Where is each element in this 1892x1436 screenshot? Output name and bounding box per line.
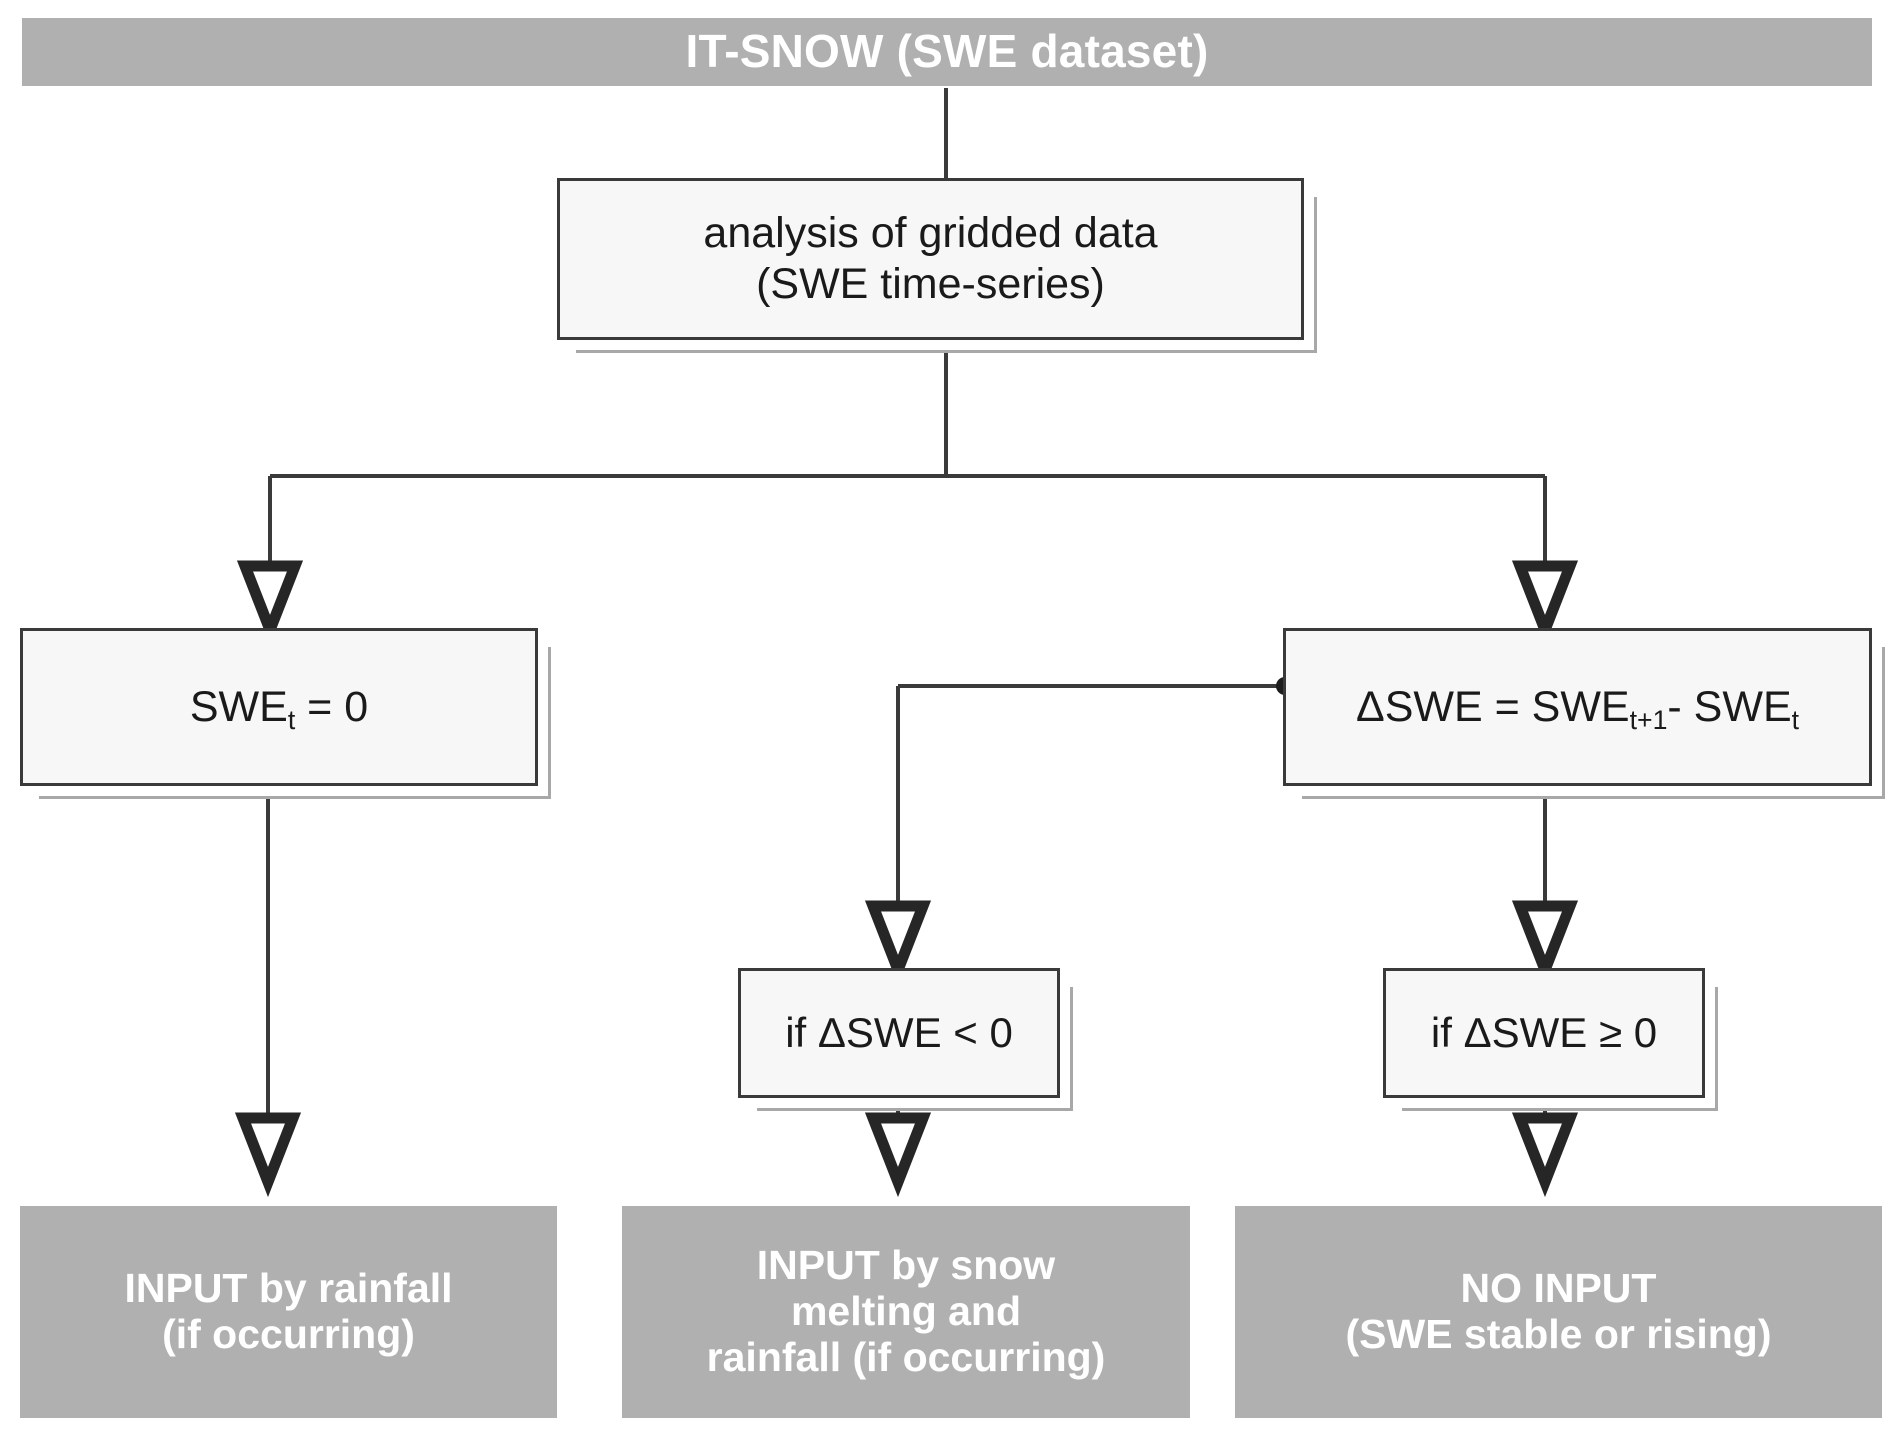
arrowhead-to-noinput: [1511, 1112, 1579, 1198]
diagram-title-text: IT-SNOW (SWE dataset): [685, 25, 1209, 78]
output-noinput-line-2: (SWE stable or rising): [1345, 1311, 1772, 1357]
node-delta-swe-definition: ΔSWE = SWEt+1- SWEt: [1283, 628, 1872, 786]
delta-swe-expression: ΔSWE = SWEt+1- SWEt: [1355, 682, 1800, 735]
analysis-line-1: analysis of gridded data: [703, 209, 1158, 258]
node-analysis-of-gridded-data: analysis of gridded data (SWE time-serie…: [557, 178, 1304, 340]
arrowhead-to-delta-swe: [1511, 560, 1579, 646]
node-condition-delta-swe-nonnegative: if ΔSWE ≥ 0: [1383, 968, 1705, 1098]
delta-swe-subscript-2: t: [1791, 704, 1800, 735]
node-swe-t-equals-zero: SWEt = 0: [20, 628, 538, 786]
arrowhead-to-rainfall: [234, 1112, 302, 1198]
swe-zero-prefix: SWE: [189, 682, 288, 731]
arrowhead-to-cond-nonneg: [1511, 900, 1579, 986]
delta-swe-part-1: ΔSWE = SWE: [1355, 682, 1630, 731]
condition-nonnegative-label: if ΔSWE ≥ 0: [1430, 1009, 1658, 1057]
arrowhead-to-cond-neg: [864, 900, 932, 986]
delta-swe-subscript-1: t+1: [1629, 704, 1668, 735]
node-output-input-by-snow-melting: INPUT by snow melting and rainfall (if o…: [622, 1206, 1190, 1418]
condition-negative-label: if ΔSWE < 0: [785, 1009, 1013, 1057]
output-rainfall-line-2: (if occurring): [162, 1311, 415, 1357]
output-snowmelt-line-2: melting and: [790, 1288, 1022, 1335]
arrowhead-to-snowmelt: [864, 1112, 932, 1198]
output-rainfall-line-1: INPUT by rainfall: [124, 1265, 453, 1312]
output-noinput-line-1: NO INPUT: [1460, 1265, 1657, 1312]
delta-swe-part-2: - SWE: [1667, 682, 1792, 731]
swe-zero-subscript: t: [287, 704, 296, 735]
swe-zero-suffix: = 0: [295, 682, 369, 731]
node-condition-delta-swe-negative: if ΔSWE < 0: [738, 968, 1060, 1098]
analysis-line-2: (SWE time-series): [756, 260, 1105, 308]
node-output-no-input: NO INPUT (SWE stable or rising): [1235, 1206, 1882, 1418]
output-snowmelt-line-1: INPUT by snow: [756, 1242, 1056, 1289]
diagram-title-bar: IT-SNOW (SWE dataset): [22, 18, 1872, 86]
arrowhead-to-swe-zero: [236, 560, 304, 646]
swe-zero-expression: SWEt = 0: [189, 682, 369, 735]
node-output-input-by-rainfall: INPUT by rainfall (if occurring): [20, 1206, 557, 1418]
output-snowmelt-line-3: rainfall (if occurring): [706, 1333, 1106, 1380]
